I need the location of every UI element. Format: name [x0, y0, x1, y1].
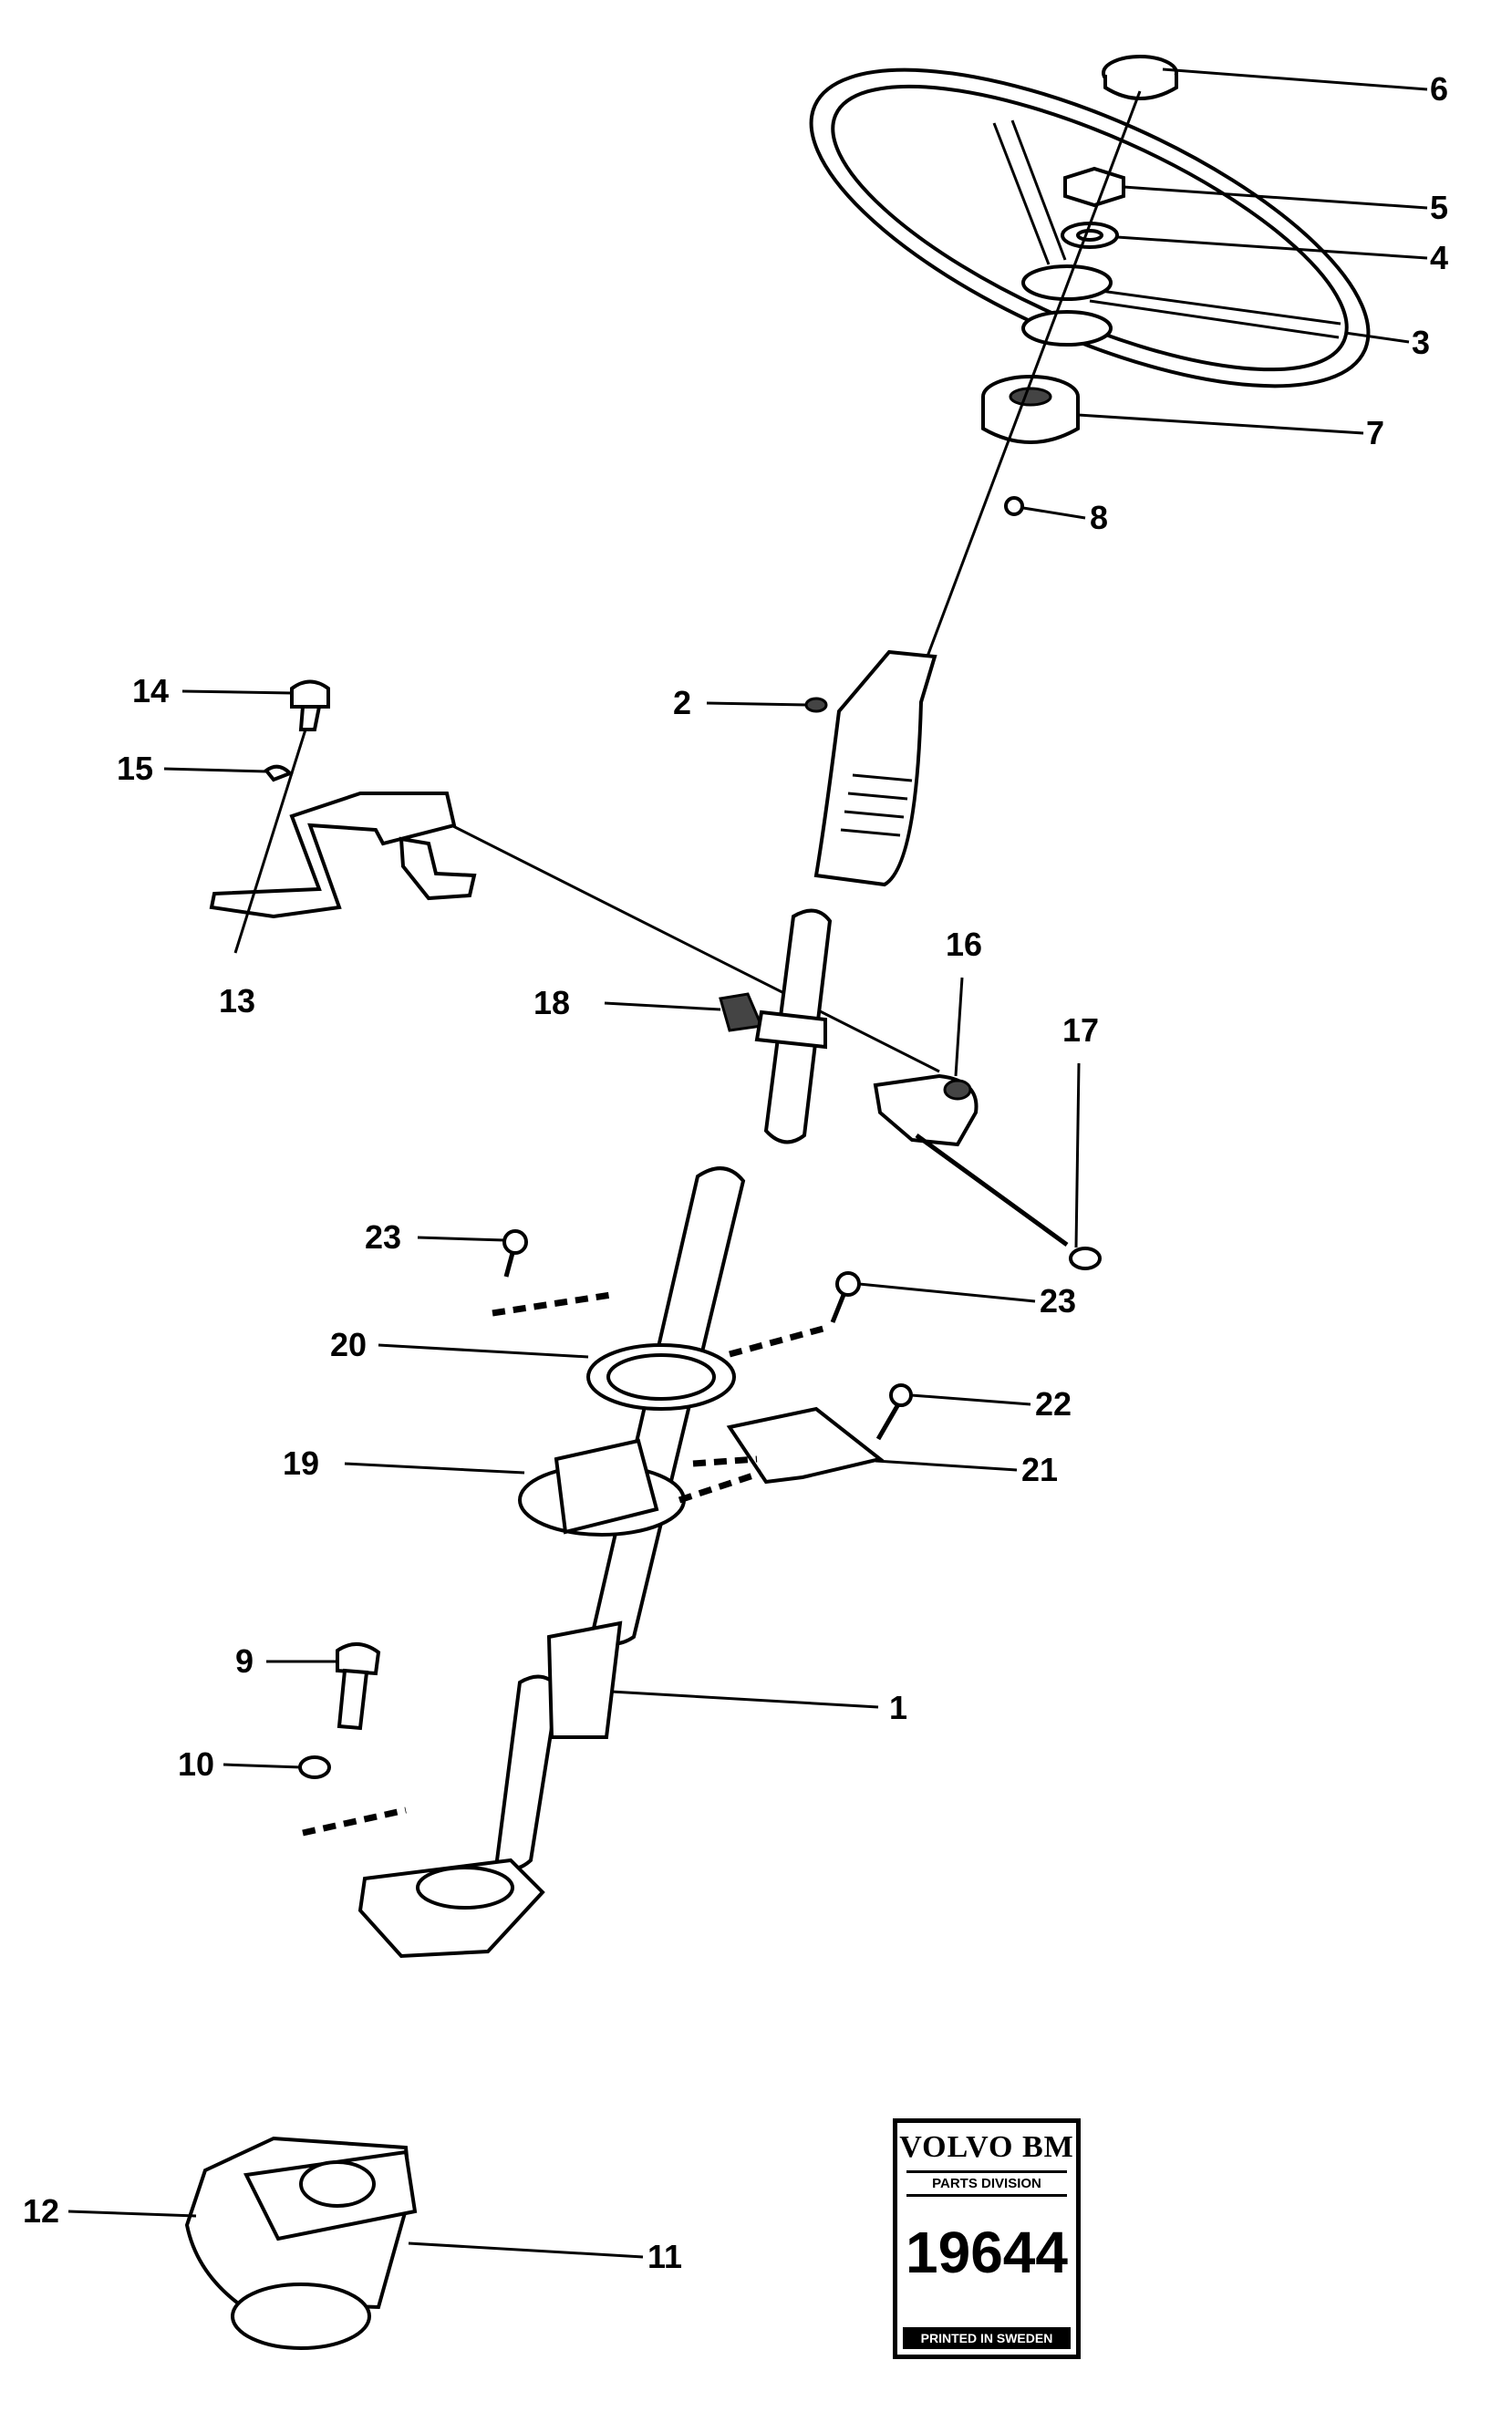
callout-20: 20	[330, 1326, 367, 1363]
dashed-line	[492, 1291, 612, 1317]
callout-8: 8	[1090, 499, 1108, 536]
callout-6: 6	[1430, 70, 1448, 108]
seal-ring	[586, 1343, 736, 1411]
callout-17: 17	[1062, 1011, 1099, 1049]
boot	[518, 1438, 686, 1537]
callout-11: 11	[647, 2238, 682, 2275]
badge-brand: VOLVO BM	[899, 2130, 1074, 2164]
leader-lines	[67, 67, 1428, 2259]
callout-9: 9	[235, 1642, 254, 1680]
callout-12: 12	[23, 2192, 59, 2230]
callout-labels: 1 2 3 4 5 6 7 8 9 10 11 12 13 14 15 16 1…	[23, 70, 1448, 2275]
key	[804, 697, 828, 713]
badge-division: PARTS DIVISION	[906, 2170, 1067, 2197]
upper-shaft	[813, 649, 937, 887]
badge-number: 19644	[906, 2220, 1068, 2285]
clamp	[719, 992, 827, 1050]
lock-washer	[264, 764, 294, 782]
callout-21: 21	[1021, 1451, 1058, 1488]
dashed-line	[692, 1455, 758, 1467]
callout-23: 23	[365, 1218, 401, 1256]
cover-plate	[726, 1406, 885, 1485]
bracket	[209, 792, 477, 919]
badge-footer: PRINTED IN SWEDEN	[903, 2327, 1071, 2349]
bolt	[336, 1642, 381, 1731]
nut	[1063, 166, 1125, 208]
callout-7: 7	[1366, 414, 1384, 451]
dashed-line	[729, 1323, 831, 1358]
axis-line	[910, 90, 1142, 699]
screw	[502, 1229, 528, 1278]
catalog-badge: VOLVO BM PARTS DIVISION 19644 PRINTED IN…	[893, 2118, 1081, 2359]
dashed-line	[302, 1806, 407, 1837]
callout-13: 13	[219, 982, 255, 1020]
bolt	[290, 679, 330, 731]
callout-4: 4	[1430, 239, 1448, 276]
hub	[981, 375, 1080, 444]
callout-15: 15	[117, 750, 153, 787]
callout-14: 14	[132, 672, 169, 709]
callout-23: 23	[1040, 1282, 1076, 1320]
callout-5: 5	[1430, 189, 1448, 226]
horn-cap	[1102, 55, 1178, 100]
flange	[357, 1858, 545, 1959]
callout-1: 1	[889, 1689, 907, 1726]
dashed-line	[678, 1469, 763, 1504]
callout-22: 22	[1035, 1385, 1072, 1423]
callout-18: 18	[533, 984, 570, 1021]
callout-3: 3	[1412, 324, 1430, 361]
screw	[830, 1271, 861, 1323]
screw	[915, 1133, 1102, 1270]
pin	[1004, 496, 1024, 516]
gasket	[546, 1620, 623, 1739]
screw	[875, 1383, 913, 1441]
callout-19: 19	[283, 1444, 319, 1482]
callout-16: 16	[946, 926, 982, 963]
callout-2: 2	[673, 684, 691, 721]
callout-10: 10	[178, 1745, 214, 1783]
clamp-bracket	[873, 1073, 979, 1147]
lock-washer	[298, 1755, 331, 1779]
steering-gear	[184, 2136, 418, 2350]
